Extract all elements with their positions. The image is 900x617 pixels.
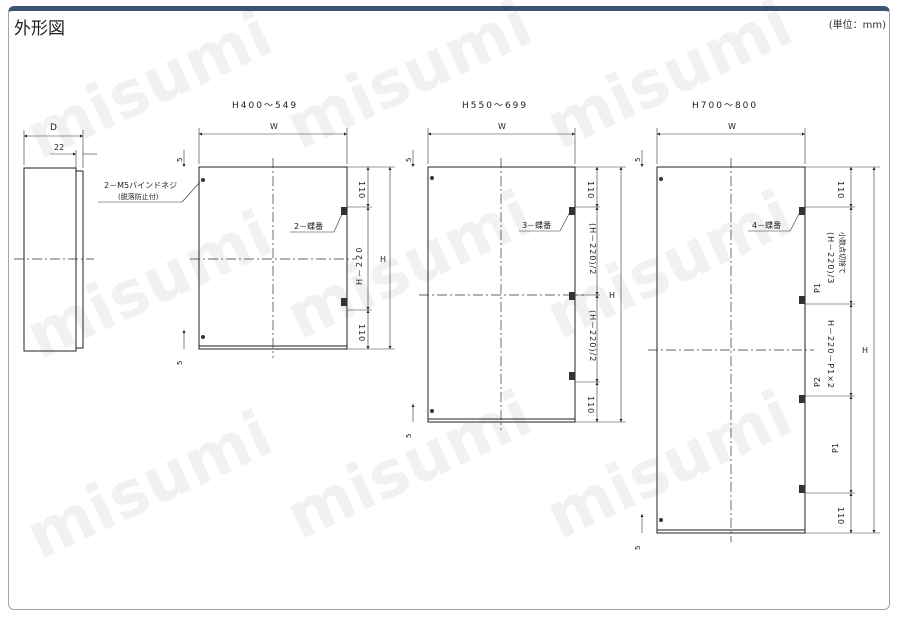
- p2-label: P2: [813, 377, 822, 387]
- view-heading: H700～800: [692, 101, 758, 111]
- top-margin: 5: [176, 158, 184, 162]
- hinge-icon: [799, 296, 805, 304]
- screw-note: 2－M5バインドネジ: [104, 181, 177, 190]
- drawing-frame: [8, 6, 890, 610]
- height-label: H: [862, 346, 868, 355]
- mid-segment-1: (H－220)/2: [588, 223, 597, 275]
- screw-icon: [430, 409, 434, 413]
- height-label: H: [609, 291, 615, 300]
- offset-label: 22: [54, 143, 64, 152]
- hinge-icon: [799, 207, 805, 215]
- watermark: misumi: [275, 377, 543, 554]
- bottom-margin: 5: [405, 434, 413, 438]
- unit-label: (単位：mm): [828, 20, 886, 31]
- p1-formula: (H－220)/3: [826, 232, 835, 284]
- view-h400: H400～549 W 5 5 110 H－220 110 H: [98, 101, 395, 365]
- hinge-icon: [799, 485, 805, 493]
- watermark: misumi: [15, 197, 283, 374]
- top-segment: 110: [357, 181, 366, 199]
- p1-label: P1: [813, 283, 822, 293]
- hinge-note: 2－蝶番: [294, 221, 323, 231]
- bottom-margin: 5: [176, 361, 184, 365]
- bottom-segment: 110: [586, 396, 595, 414]
- watermark-group: misumi misumi misumi misumi misumi misum…: [15, 0, 803, 575]
- page-title: 外形図: [14, 19, 65, 39]
- width-label: W: [498, 122, 506, 131]
- top-segment: 110: [586, 181, 595, 199]
- watermark: misumi: [535, 177, 803, 354]
- p1-bottom-label: P1: [831, 443, 840, 453]
- screw-icon: [659, 518, 663, 522]
- watermark: misumi: [275, 0, 543, 165]
- p1-note: 小数点切捨て: [838, 232, 847, 274]
- top-margin: 5: [405, 158, 413, 162]
- p2-formula: H－220－P1×2: [826, 320, 835, 389]
- width-label: W: [270, 122, 278, 131]
- hinge-icon: [799, 395, 805, 403]
- screw-note-sub: (脱落防止付): [118, 192, 159, 201]
- hinge-icon: [341, 207, 347, 215]
- screw-icon: [430, 176, 434, 180]
- hinge-note: 4－蝶番: [752, 220, 781, 230]
- screw-icon: [201, 178, 205, 182]
- view-heading: H550～699: [462, 101, 528, 111]
- screw-icon: [201, 335, 205, 339]
- view-h700: H700～800 W 5 5 110 P1 (H－220)/3 小数点切捨: [634, 101, 880, 550]
- width-label: W: [728, 122, 736, 131]
- watermark: misumi: [15, 397, 283, 574]
- view-heading: H400～549: [232, 101, 298, 111]
- side-door: [75, 170, 84, 349]
- bottom-margin: 5: [634, 546, 642, 550]
- depth-label: D: [50, 123, 57, 133]
- mid-segment-2: (H－220)/2: [588, 310, 597, 362]
- hinge-note: 3－蝶番: [522, 220, 551, 230]
- watermark: misumi: [535, 0, 803, 165]
- bottom-segment: 110: [357, 324, 366, 342]
- height-label: H: [380, 255, 386, 264]
- top-margin: 5: [634, 158, 642, 162]
- watermark: misumi: [535, 377, 803, 554]
- top-segment: 110: [836, 181, 845, 199]
- hinge-icon: [569, 207, 575, 215]
- hinge-icon: [569, 372, 575, 380]
- hinge-icon: [569, 292, 575, 300]
- bottom-segment: 110: [836, 507, 845, 525]
- view-h550: H550～699 W 5 5 110 (H－220)/2 (H－220)/2 1…: [405, 101, 626, 438]
- screw-icon: [659, 177, 663, 181]
- side-view: D 22: [14, 123, 97, 352]
- mid-segment: H－220: [355, 246, 364, 285]
- watermark: misumi: [275, 177, 543, 354]
- hinge-icon: [341, 298, 347, 306]
